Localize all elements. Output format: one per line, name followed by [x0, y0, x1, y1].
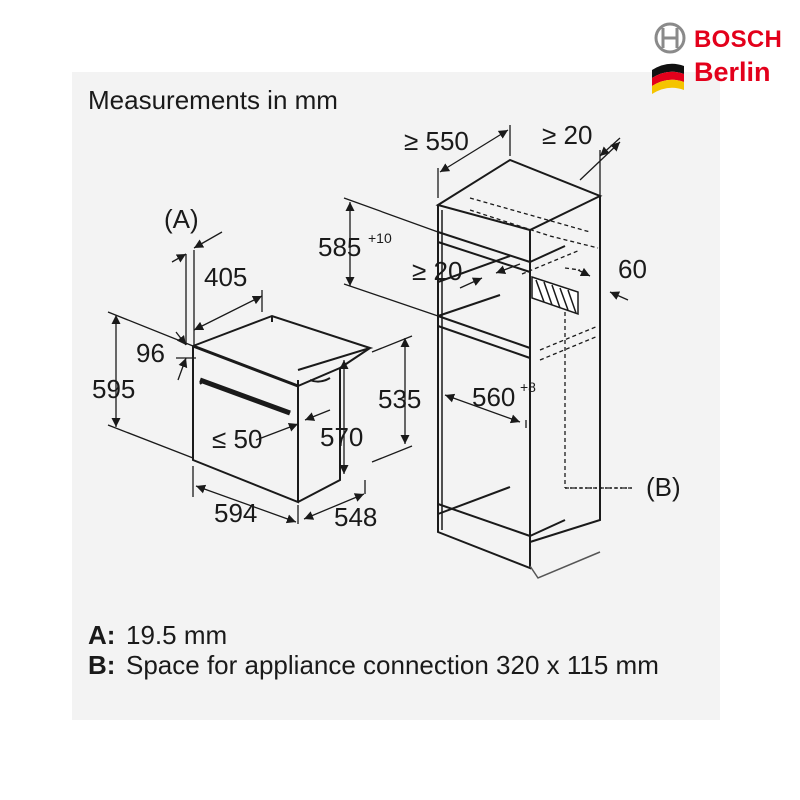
legend-text: 19.5 mm — [126, 620, 228, 650]
legend-item-b: B: Space for appliance connection 320 x 1… — [88, 650, 688, 680]
b-marker: (B) — [646, 472, 681, 502]
legend-item-a: A: 19.5 mm — [88, 620, 227, 650]
dim-535: 535 — [378, 384, 421, 414]
dim-405: 405 — [204, 262, 247, 292]
dim-560-tolerance: +8 — [520, 379, 536, 395]
brand-city: Berlin — [694, 57, 771, 87]
bosch-berlin-logo: BOSCH Berlin — [650, 14, 795, 94]
connection-area — [531, 275, 579, 316]
bosch-emblem-icon — [654, 22, 686, 54]
legend-text: Space for appliance connection 320 x 115… — [126, 650, 659, 680]
dim-ge20-top: ≥ 20 — [542, 120, 592, 150]
dim-560: 560 — [472, 382, 515, 412]
dim-96: 96 — [136, 338, 165, 368]
legend-key: A: — [88, 620, 116, 650]
page-title: Measurements in mm — [88, 85, 338, 115]
cabinet-dimensions — [343, 125, 629, 428]
tall-cabinet — [435, 158, 603, 579]
dim-60: 60 — [618, 254, 647, 284]
dim-585: 585 — [318, 232, 361, 262]
dim-ge550: ≥ 550 — [404, 126, 469, 156]
oven-dimensions — [107, 231, 413, 524]
legend-key: B: — [88, 650, 116, 680]
dim-595: 595 — [92, 374, 135, 404]
drawing-panel — [72, 72, 720, 720]
dim-548: 548 — [334, 502, 377, 532]
brand-name: BOSCH — [694, 26, 783, 53]
dim-570: 570 — [320, 422, 363, 452]
cabinet-hidden-lines — [469, 197, 630, 489]
dim-ge20-mid: ≥ 20 — [412, 256, 462, 286]
dim-le50: ≤ 50 — [212, 424, 262, 454]
a-marker: (A) — [164, 204, 199, 234]
german-flag-icon — [652, 63, 684, 94]
dim-594: 594 — [214, 498, 257, 528]
dim-585-tolerance: +10 — [368, 230, 392, 246]
